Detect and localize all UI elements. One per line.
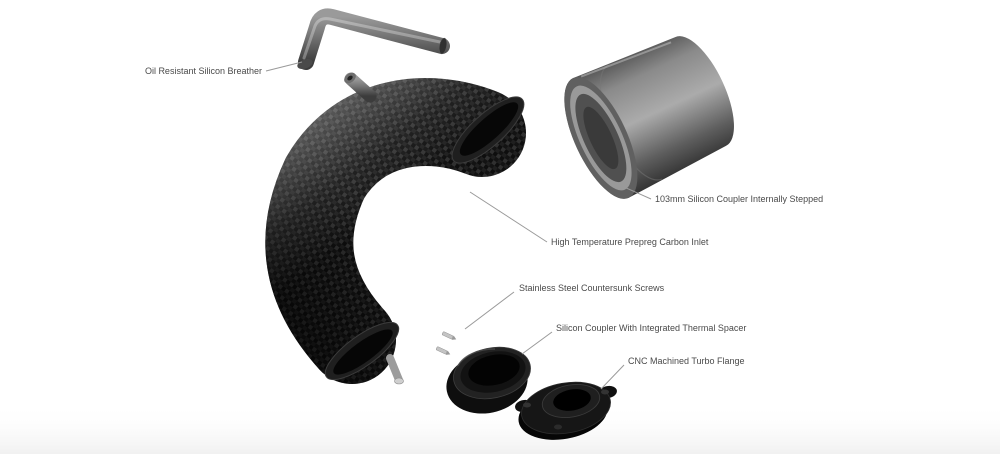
breather-hose-highlight — [302, 17, 442, 60]
leader-line-thermal-coupler — [521, 331, 553, 355]
flange-bore — [553, 389, 591, 411]
screw-shaft — [436, 346, 448, 355]
part-silicon-coupler-103mm — [564, 36, 734, 199]
screw-shaft — [442, 331, 454, 340]
carbon-inlet-sheen — [265, 78, 526, 384]
flange-bolt-hole-front — [554, 424, 562, 430]
leader-line-carbon-inlet — [469, 191, 548, 243]
coupler-top-highlight — [580, 41, 672, 78]
part-breather-hose — [297, 8, 450, 70]
flange-bolt-hole-right — [601, 389, 609, 395]
spacer-highlight — [457, 348, 496, 367]
label-thermal-coupler: Silicon Coupler With Integrated Thermal … — [556, 323, 746, 333]
part-turbo-flange — [515, 381, 617, 440]
leader-line-turbo-flange — [600, 364, 625, 390]
screw-tip — [445, 350, 451, 355]
label-turbo-flange: CNC Machined Turbo Flange — [628, 356, 745, 366]
label-coupler-103mm: 103mm Silicon Coupler Internally Stepped — [655, 194, 823, 204]
carbon-inlet-breather-nipple — [344, 72, 377, 103]
part-carbon-inlet — [265, 72, 526, 385]
leader-line-screws — [464, 291, 515, 330]
breather-hose-open-end — [439, 37, 447, 55]
backdrop-floor — [0, 404, 1000, 454]
spacer-bore — [468, 354, 520, 386]
leader-lines — [265, 61, 652, 390]
flange-bolt-hole-left — [523, 402, 531, 408]
label-screws: Stainless Steel Countersunk Screws — [519, 283, 665, 293]
breather-hose-body — [298, 8, 450, 70]
part-countersunk-screws — [436, 331, 457, 355]
carbon-inlet-bottom-bore — [333, 329, 393, 375]
coupler-bore — [583, 106, 619, 170]
coupler-step-ridge — [599, 64, 663, 181]
leader-line-breather — [265, 61, 303, 72]
label-breather: Oil Resistant Silicon Breather — [145, 66, 262, 76]
screw-1 — [442, 331, 457, 340]
screw-tip — [451, 335, 457, 340]
leader-line-coupler-103mm — [623, 186, 652, 200]
part-labels: Oil Resistant Silicon Breather 103mm Sil… — [145, 66, 823, 366]
screw-2 — [436, 346, 451, 355]
drain-stub-face — [394, 377, 404, 385]
nipple-bore — [347, 75, 353, 81]
carbon-inlet-drain-stub — [386, 354, 403, 384]
part-thermal-spacer-coupler — [446, 346, 531, 414]
carbon-inlet-top-bore — [459, 102, 519, 156]
breather-hose-cut-end — [297, 58, 313, 70]
label-carbon-inlet: High Temperature Prepreg Carbon Inlet — [551, 237, 709, 247]
